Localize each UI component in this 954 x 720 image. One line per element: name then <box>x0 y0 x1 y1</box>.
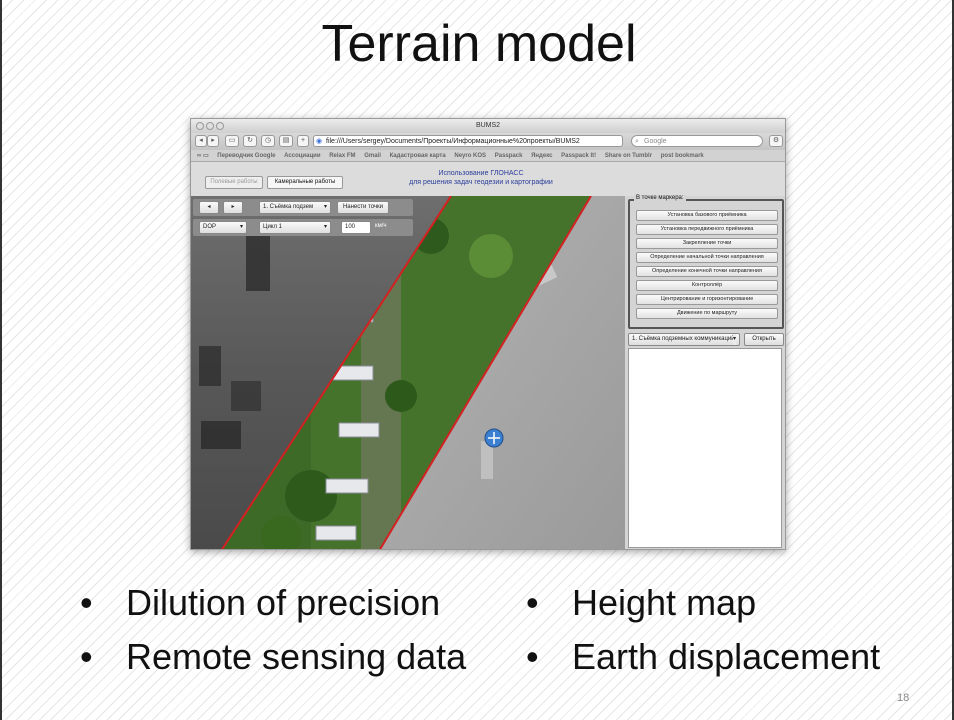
start-direction-button[interactable]: Определение начальной точки направления <box>636 252 778 263</box>
slide-title: Terrain model <box>321 15 637 73</box>
open-button[interactable]: Открыть <box>744 333 784 346</box>
right-panel: В точке маркера: Установка базового приё… <box>625 195 785 549</box>
end-direction-button[interactable]: Определение конечной точки направления <box>636 266 778 277</box>
search-icon: ⌕ <box>635 138 639 145</box>
bookmark-item[interactable]: Gmail <box>364 153 381 159</box>
map-canvas <box>191 196 625 549</box>
back-icon[interactable]: ◂ <box>195 135 207 147</box>
globe-icon: ◉ <box>316 138 323 145</box>
app-title-line2: для решения задач геодезии и картографии <box>409 179 553 186</box>
bookmark-item[interactable]: Переводчик Google <box>217 153 276 159</box>
survey-type-select[interactable]: 1. Съёмка подземных коммуникаций ▾ <box>628 333 740 346</box>
tab-office-work[interactable]: Камеральные работы <box>267 176 343 189</box>
url-text: file:///Users/sergey/Documents/Проекты/И… <box>326 138 580 145</box>
app-title-line1: Использование ГЛОНАСС <box>438 170 524 177</box>
bookmarks-bar: ∞ ▭ Переводчик Google Ассоциации Relax F… <box>191 150 785 162</box>
centering-button[interactable]: Центрирование и горизонтирование <box>636 294 778 305</box>
speed-unit: км/ч <box>375 223 387 229</box>
bookmark-item[interactable]: Relax FM <box>329 153 356 159</box>
height-map-right <box>380 196 625 549</box>
bookmark-item[interactable]: Passpack It! <box>561 153 597 159</box>
bookmark-item[interactable]: Кадастровая карта <box>389 153 446 159</box>
browser-window: BUMS2 ◂ ▸ ▭ ↻ ◷ ▤ + ◉ file:///Users/serg… <box>190 118 786 550</box>
app-header: Полевые работы Камеральные работы Исполь… <box>191 162 785 196</box>
minimize-window-icon[interactable] <box>206 122 214 130</box>
bookmark-item[interactable]: Share on Tumblr <box>604 153 653 159</box>
chevron-down-icon: ▾ <box>323 204 327 210</box>
set-rover-receiver-button[interactable]: Установка передвижного приёмника <box>636 224 778 235</box>
marker-panel-legend: В точке маркера: <box>634 195 686 201</box>
browser-toolbar: ◂ ▸ ▭ ↻ ◷ ▤ + ◉ file:///Users/sergey/Doc… <box>191 133 785 150</box>
chevron-down-icon: ▾ <box>323 224 327 230</box>
survey-select[interactable]: 1. Съёмка подзем ▾ <box>259 201 331 214</box>
next-button[interactable]: ▸ <box>223 201 243 214</box>
search-input[interactable]: ⌕ Google <box>631 135 763 147</box>
search-placeholder: Google <box>644 138 667 145</box>
bottom-controls: 1. Съёмка подземных коммуникаций ▾ Откры… <box>628 333 784 346</box>
bookmark-item[interactable]: post bookmark <box>660 153 704 159</box>
bookmark-item[interactable]: Ассоциации <box>284 153 321 159</box>
output-textarea[interactable] <box>628 348 782 548</box>
cycle-select-value: Цикл 1 <box>263 224 282 230</box>
forward-icon[interactable]: ▸ <box>207 135 219 147</box>
survey-type-value: 1. Съёмка подземных коммуникаций <box>632 336 735 342</box>
history-icon[interactable]: ◷ <box>261 135 275 147</box>
reload-icon[interactable]: ↻ <box>243 135 257 147</box>
route-button[interactable]: Движение по маршруту <box>636 308 778 319</box>
sidebar-icon[interactable]: ▭ <box>225 135 239 147</box>
bookmark-item[interactable]: Passpack <box>494 153 523 159</box>
chevron-down-icon: ▾ <box>732 334 736 345</box>
bookmark-item[interactable]: Яндекс <box>531 153 553 159</box>
bookmark-reader-icon[interactable]: ∞ ▭ <box>197 153 209 159</box>
bookmarks-icon[interactable]: ▤ <box>279 135 293 147</box>
speed-input[interactable]: 100 <box>341 221 371 234</box>
app-title: Использование ГЛОНАСС для решения задач … <box>351 169 611 187</box>
boundary-line-left <box>221 196 452 549</box>
settings-icon[interactable]: ⚙ <box>769 135 783 147</box>
add-icon[interactable]: + <box>297 135 309 147</box>
address-bar[interactable]: ◉ file:///Users/sergey/Documents/Проекты… <box>313 135 623 147</box>
page-number: 18 <box>897 692 910 704</box>
fix-point-button[interactable]: Закрепление точки <box>636 238 778 249</box>
window-titlebar: BUMS2 <box>191 119 785 133</box>
bullet-list: • Dilution of precision • Remote sensing… <box>80 582 881 677</box>
tab-field-work[interactable]: Полевые работы <box>205 176 263 189</box>
map-view[interactable]: ◂ ▸ 1. Съёмка подзем ▾ Нанести точки DOP… <box>191 196 625 549</box>
plot-points-button[interactable]: Нанести точки <box>337 201 389 214</box>
boundary-line-right <box>379 196 592 549</box>
controller-button[interactable]: Контроллёр <box>636 280 778 291</box>
set-base-receiver-button[interactable]: Установка базового приёмника <box>636 210 778 221</box>
map-marker-icon[interactable] <box>484 428 504 448</box>
zoom-window-icon[interactable] <box>216 122 224 130</box>
close-window-icon[interactable] <box>196 122 204 130</box>
cycle-select[interactable]: Цикл 1 ▾ <box>259 221 331 234</box>
survey-select-value: 1. Съёмка подзем <box>263 204 314 210</box>
layer-select-value: DOP <box>203 224 217 230</box>
prev-button[interactable]: ◂ <box>199 201 219 214</box>
window-title: BUMS2 <box>475 122 501 129</box>
bookmark-item[interactable]: Neyro KOS <box>454 153 487 159</box>
layer-select[interactable]: DOP ▾ <box>199 221 247 234</box>
marker-panel: В точке маркера: Установка базового приё… <box>628 195 784 329</box>
chevron-down-icon: ▾ <box>239 224 243 230</box>
